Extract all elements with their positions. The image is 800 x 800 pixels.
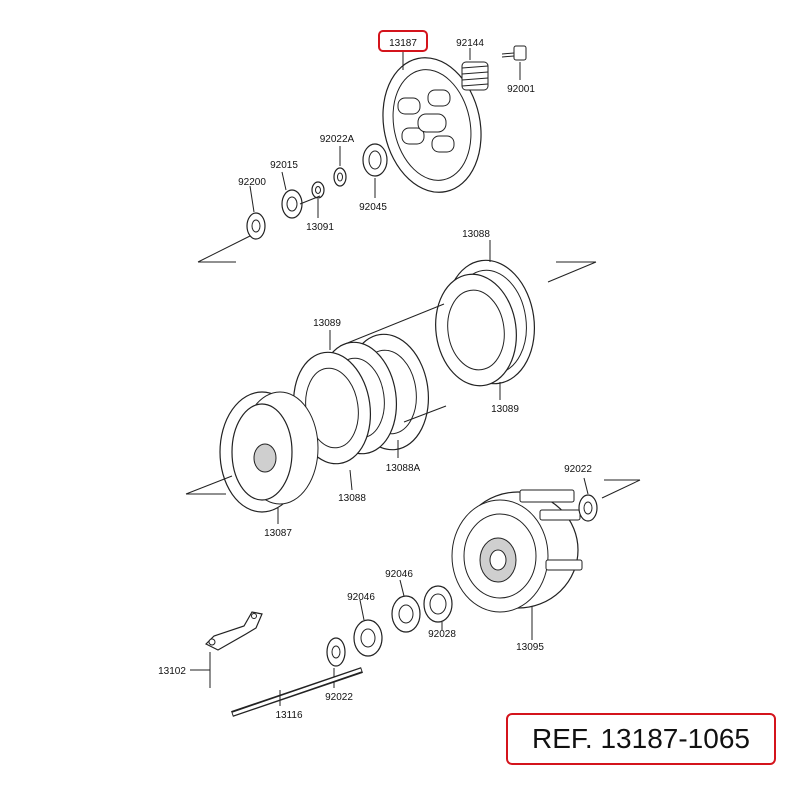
pushrod-13116[interactable] xyxy=(231,667,363,717)
needle-bearing-92046-a[interactable] xyxy=(391,595,421,633)
label-92022-bottom[interactable]: 92022 xyxy=(325,692,353,703)
label-92045[interactable]: 92045 xyxy=(359,202,387,213)
label-13091[interactable]: 13091 xyxy=(306,222,334,233)
clutch-housing-13095[interactable] xyxy=(451,489,583,613)
label-13102[interactable]: 13102 xyxy=(158,666,186,677)
label-13095[interactable]: 13095 xyxy=(516,642,544,653)
bearing-92045[interactable] xyxy=(362,143,388,177)
label-92015[interactable]: 92015 xyxy=(270,160,298,171)
label-13089-left[interactable]: 13089 xyxy=(313,318,341,329)
bolt-92001[interactable] xyxy=(501,45,527,61)
friction-plate-13089-right[interactable] xyxy=(429,269,524,391)
bearing-92200[interactable] xyxy=(246,212,266,240)
clutch-hub-13087[interactable] xyxy=(219,391,319,513)
highlight-frame xyxy=(378,30,428,52)
pusher-13091[interactable] xyxy=(311,181,325,199)
bearing-92015[interactable] xyxy=(281,189,303,219)
pressure-plate-13187[interactable] xyxy=(371,49,493,202)
label-92001[interactable]: 92001 xyxy=(507,84,535,95)
label-13087[interactable]: 13087 xyxy=(264,528,292,539)
label-13116[interactable]: 13116 xyxy=(275,710,303,721)
label-92046-a[interactable]: 92046 xyxy=(385,569,413,580)
label-92028[interactable]: 92028 xyxy=(428,629,456,640)
reference-label: REF. 13187-1065 xyxy=(506,713,776,765)
label-13089-right[interactable]: 13089 xyxy=(491,404,519,415)
washer-92022A[interactable] xyxy=(333,167,347,187)
label-13187[interactable]: 13187 xyxy=(389,38,417,49)
washer-92022-bottom[interactable] xyxy=(326,637,346,667)
label-92200[interactable]: 92200 xyxy=(238,177,266,188)
sleeve-92028[interactable] xyxy=(423,585,453,623)
label-13088-bottom[interactable]: 13088 xyxy=(338,493,366,504)
label-92022-right[interactable]: 92022 xyxy=(564,464,592,475)
spring-92144[interactable] xyxy=(461,61,489,91)
label-13088-top[interactable]: 13088 xyxy=(462,229,490,240)
label-92144[interactable]: 92144 xyxy=(456,38,484,49)
lever-13102[interactable] xyxy=(204,611,263,651)
label-92022A[interactable]: 92022A xyxy=(320,134,355,145)
label-92046-b[interactable]: 92046 xyxy=(347,592,375,603)
label-13088A[interactable]: 13088A xyxy=(386,463,421,474)
washer-92022-right[interactable] xyxy=(578,494,598,522)
needle-bearing-92046-b[interactable] xyxy=(353,619,383,657)
